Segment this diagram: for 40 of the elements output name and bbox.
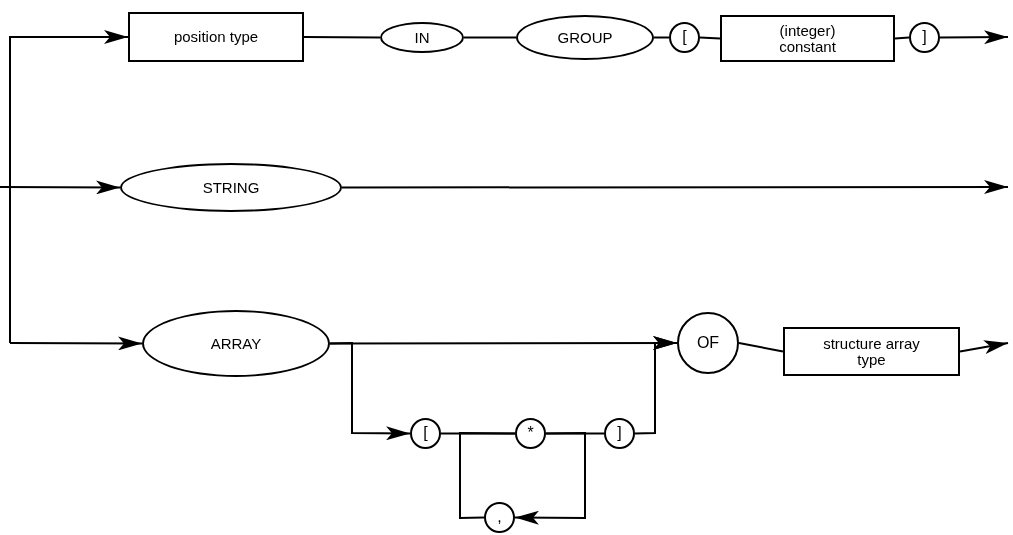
symbol-circle bbox=[669, 22, 700, 53]
node-label: ] bbox=[617, 425, 622, 442]
arrow bbox=[9, 30, 129, 344]
node-label: IN bbox=[414, 29, 430, 46]
node-label: * bbox=[527, 425, 534, 442]
syntax-box bbox=[720, 15, 895, 62]
syntax-box bbox=[128, 12, 304, 62]
node-label: structure array type bbox=[822, 335, 921, 368]
node-label: [ bbox=[682, 29, 687, 46]
node-label: OF bbox=[696, 334, 720, 352]
node-label: ARRAY bbox=[210, 335, 262, 352]
connector-line bbox=[440, 432, 516, 435]
arrow bbox=[514, 432, 586, 525]
connector-line bbox=[653, 36, 670, 39]
arrow bbox=[341, 180, 1009, 194]
node-label: , bbox=[497, 509, 502, 526]
connector-line bbox=[303, 36, 381, 39]
node-label: position type bbox=[173, 29, 259, 45]
syntax-box bbox=[783, 327, 960, 376]
connector-line bbox=[463, 36, 517, 39]
arrow bbox=[939, 30, 1009, 45]
symbol-circle bbox=[604, 418, 635, 449]
symbol-circle bbox=[484, 502, 515, 533]
arrow bbox=[0, 180, 121, 195]
arrow bbox=[329, 341, 411, 441]
symbol-circle bbox=[909, 22, 940, 53]
symbol-circle bbox=[515, 418, 546, 449]
node-label: GROUP bbox=[557, 29, 613, 46]
arrow bbox=[9, 336, 143, 351]
connector-line bbox=[699, 36, 721, 40]
connector-line bbox=[459, 432, 516, 520]
arrow bbox=[959, 340, 1009, 355]
connector-line bbox=[545, 432, 605, 435]
node-label: [ bbox=[423, 425, 428, 442]
connector-line bbox=[738, 342, 784, 353]
symbol-circle bbox=[410, 418, 441, 449]
connector-line bbox=[894, 36, 910, 40]
node-label: STRING bbox=[202, 179, 260, 196]
node-label: (integer) constant bbox=[778, 22, 837, 55]
node-label: ] bbox=[922, 29, 927, 46]
